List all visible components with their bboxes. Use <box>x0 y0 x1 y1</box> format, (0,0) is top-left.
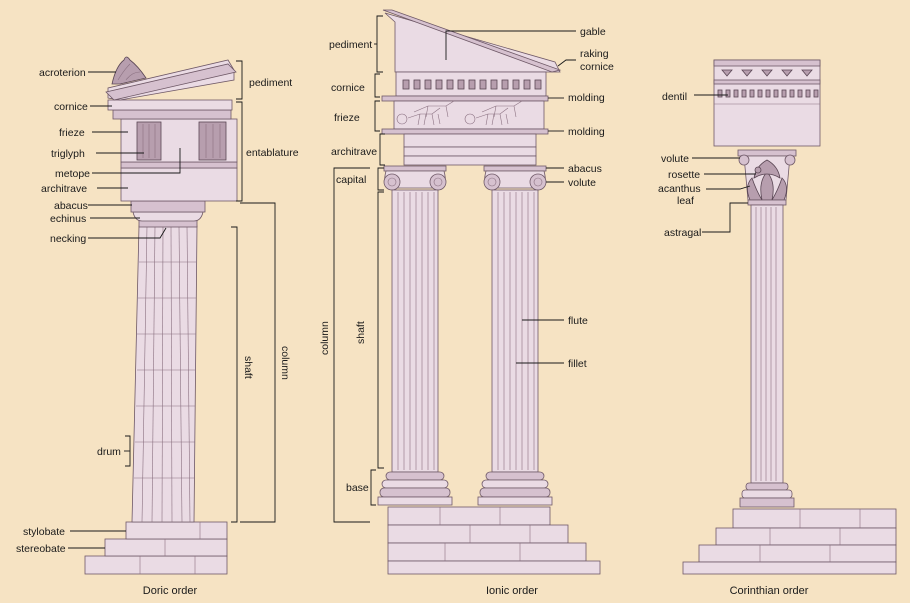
label-ionic-pediment: pediment <box>329 39 372 51</box>
label-doric-column: column <box>279 346 291 380</box>
label-ionic-architrave: architrave <box>331 146 377 158</box>
doric-shaft-flutes <box>141 225 191 523</box>
label-ionic-volute: volute <box>568 177 596 189</box>
label-acroterion: acroterion <box>39 67 86 79</box>
label-triglyph: triglyph <box>51 148 85 160</box>
label-raking-1: raking <box>580 48 609 60</box>
ionic-flutes-right <box>497 192 535 470</box>
label-entablature: entablature <box>246 147 299 159</box>
label-frieze: frieze <box>59 127 85 139</box>
label-necking: necking <box>50 233 86 245</box>
corinthian-astragal <box>747 199 787 206</box>
label-ionic-column: column <box>319 321 331 355</box>
label-ionic-abacus: abacus <box>568 163 602 175</box>
label-doric-cornice: cornice <box>54 101 88 113</box>
doric-step-3 <box>84 555 228 575</box>
label-fillet: fillet <box>568 358 587 370</box>
label-metope: metope <box>55 168 90 180</box>
corinthian-capital <box>737 149 797 201</box>
doric-step-2 <box>104 538 228 557</box>
ionic-flutes-left <box>397 192 435 470</box>
ionic-frieze <box>393 100 545 130</box>
label-echinus: echinus <box>50 213 86 225</box>
doric-shaft-drums <box>134 261 196 479</box>
ionic-shaft-left <box>391 189 439 473</box>
doric-acroterion <box>111 56 147 85</box>
corinthian-labels: dentil volute rosette acanthus leaf astr… <box>658 91 809 597</box>
label-dentil: dentil <box>662 91 687 103</box>
doric-stylobate-step <box>125 521 228 540</box>
label-acanthus-2: leaf <box>677 195 694 207</box>
label-ionic-frieze: frieze <box>334 112 360 124</box>
label-corinthian-volute: volute <box>661 153 689 165</box>
doric-order-drawing <box>84 56 238 575</box>
ionic-step-1 <box>387 506 551 526</box>
ionic-architrave <box>403 133 537 148</box>
doric-cornice <box>112 109 232 120</box>
corinthian-dentils <box>717 89 819 98</box>
caption-doric: Doric order <box>143 585 198 597</box>
label-ionic-shaft: shaft <box>355 321 367 344</box>
doric-architrave <box>120 167 238 202</box>
doric-abacus <box>130 200 206 213</box>
label-drum: drum <box>97 446 121 458</box>
ionic-step-3 <box>387 542 587 562</box>
corinthian-ornament <box>721 69 813 77</box>
label-stereobate: stereobate <box>16 543 66 555</box>
caption-corinthian: Corinthian order <box>730 585 809 597</box>
corinthian-step-4 <box>682 561 897 575</box>
label-raking-2: cornice <box>580 61 614 73</box>
doric-triglyphs <box>136 121 227 161</box>
ionic-molding-bottom <box>381 128 549 135</box>
doric-echinus <box>132 211 204 222</box>
ionic-labels: pediment cornice frieze architrave capit… <box>319 15 614 597</box>
ionic-dentils <box>402 79 542 90</box>
corinthian-order-drawing <box>682 59 897 575</box>
ionic-base-left <box>377 471 453 506</box>
corinthian-step-3 <box>698 544 897 563</box>
ionic-step-4 <box>387 560 601 575</box>
label-rosette: rosette <box>668 169 700 181</box>
label-astragal: astragal <box>664 227 701 239</box>
label-flute: flute <box>568 315 588 327</box>
label-molding-bottom: molding <box>568 126 605 138</box>
corinthian-step-1 <box>732 508 897 529</box>
label-base: base <box>346 482 369 494</box>
label-ionic-cornice: cornice <box>331 82 365 94</box>
doric-labels: acroterion cornice frieze triglyph metop… <box>16 60 299 597</box>
corinthian-step-2 <box>715 527 897 546</box>
label-stylobate: stylobate <box>23 526 65 538</box>
ionic-molding-top <box>381 95 549 102</box>
ionic-frieze-reliefs <box>396 100 523 126</box>
label-gable: gable <box>580 26 606 38</box>
label-doric-architrave: architrave <box>41 183 87 195</box>
ionic-step-2 <box>387 524 569 544</box>
corinthian-shaft <box>750 204 784 484</box>
label-doric-shaft: shaft <box>242 356 254 379</box>
ionic-order-drawing <box>377 9 601 575</box>
corinthian-flutes <box>755 207 777 481</box>
ionic-base-right <box>477 471 553 506</box>
caption-ionic: Ionic order <box>486 585 538 597</box>
label-acanthus-1: acanthus <box>658 183 701 195</box>
ionic-capital-right <box>483 165 547 191</box>
label-molding-top: molding <box>568 92 605 104</box>
label-doric-abacus: abacus <box>54 200 88 212</box>
label-doric-pediment: pediment <box>249 77 292 89</box>
ionic-capital-left <box>383 165 447 191</box>
label-capital: capital <box>336 174 366 186</box>
ionic-shaft-right <box>491 189 539 473</box>
